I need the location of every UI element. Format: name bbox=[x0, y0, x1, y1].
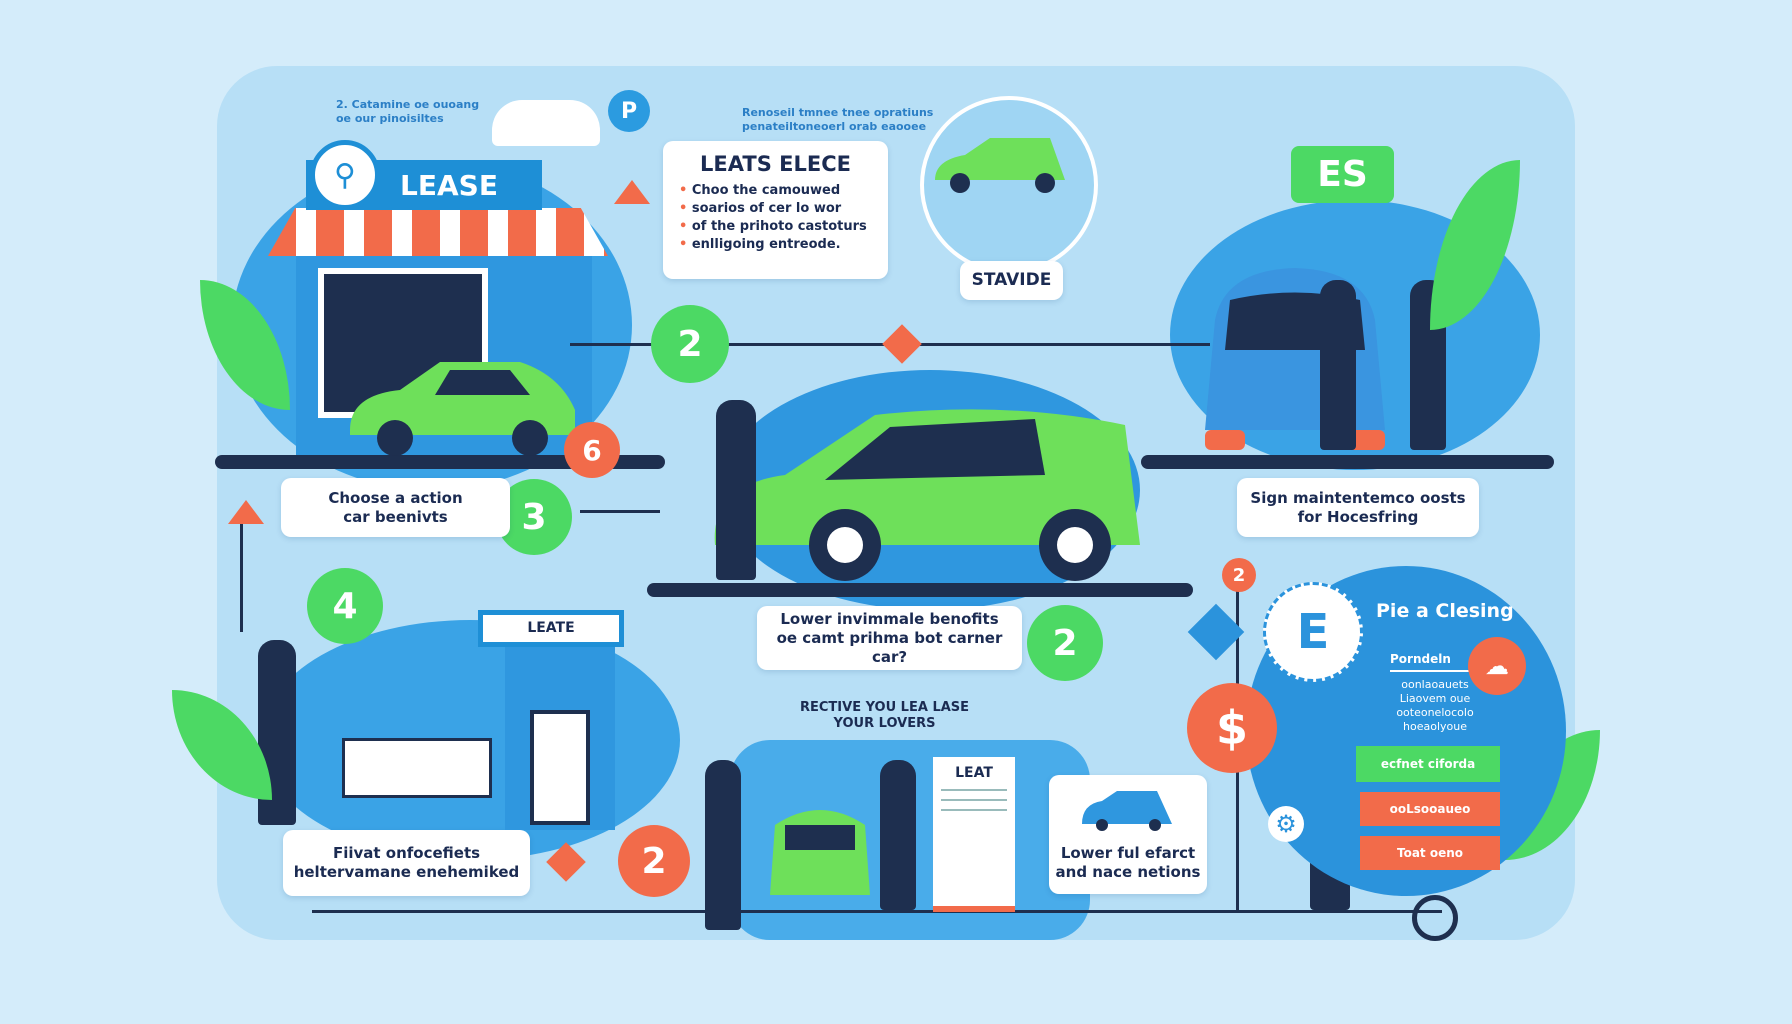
stavide-label: STAVIDE bbox=[960, 261, 1063, 300]
car-top-icon bbox=[935, 138, 1065, 193]
closing-bar-orange-2: Toat oeno bbox=[1360, 836, 1500, 870]
step-4-badge: 4 bbox=[307, 568, 383, 644]
connector-line bbox=[312, 910, 1442, 913]
person-icon bbox=[716, 400, 756, 580]
info-bullet: • of the prihoto castoturs bbox=[679, 219, 867, 234]
kiosk-panel bbox=[530, 710, 590, 825]
person-icon bbox=[705, 760, 741, 930]
arrow-up-icon bbox=[228, 500, 264, 524]
road-center bbox=[647, 583, 1193, 597]
closing-bar-green: ecfnet ciforda bbox=[1356, 746, 1500, 782]
info-box: LEATS ELECE • Choo the camouwed • soario… bbox=[663, 141, 888, 279]
leate-sign: LEATE bbox=[478, 610, 624, 647]
shop-awning bbox=[268, 208, 608, 256]
gift-icon: ☁ bbox=[1468, 637, 1526, 695]
info-bullet: • Choo the camouwed bbox=[679, 183, 841, 198]
ring-icon bbox=[1412, 895, 1458, 941]
car-main-icon bbox=[714, 409, 1140, 581]
connector-line bbox=[240, 512, 243, 632]
step-2-bottom-badge: 2 bbox=[618, 825, 690, 897]
closing-subtitle: Porndeln bbox=[1390, 652, 1490, 672]
road-top-left bbox=[215, 455, 665, 469]
step-2-mid-badge: 2 bbox=[1027, 605, 1103, 681]
closing-badge: E bbox=[1263, 582, 1363, 682]
person-icon bbox=[880, 760, 916, 910]
info-box-title: LEATS ELECE bbox=[700, 152, 851, 176]
key-icon: ⚲ bbox=[310, 140, 380, 210]
car-outline-icon bbox=[1082, 791, 1172, 831]
info-bullet: • enlligoing entreode. bbox=[679, 237, 841, 252]
closing-bar-orange: ooLsooaueo bbox=[1360, 792, 1500, 826]
car-front-icon bbox=[1205, 268, 1385, 450]
brochure-board bbox=[342, 738, 492, 798]
parking-pin-icon: P bbox=[608, 90, 650, 132]
car-shop-icon bbox=[350, 362, 575, 456]
person-icon bbox=[1320, 280, 1356, 450]
car-bottom-icon bbox=[770, 810, 870, 895]
lease-document: LEAT bbox=[933, 757, 1015, 912]
arrow-up-icon bbox=[614, 180, 650, 204]
cloud-icon bbox=[492, 100, 600, 146]
step-6-badge: 6 bbox=[564, 422, 620, 478]
info-bullet: • soarios of cer lo wor bbox=[679, 201, 842, 216]
step-2-top-badge: 2 bbox=[651, 305, 729, 383]
step-2-small-badge: 2 bbox=[1222, 558, 1256, 592]
es-sign: ES bbox=[1291, 146, 1394, 203]
road-top-right bbox=[1141, 455, 1554, 469]
connector-line bbox=[580, 510, 660, 513]
gear-icon: ⚙ bbox=[1268, 806, 1304, 842]
dollar-icon: $ bbox=[1187, 683, 1277, 773]
closing-title: Pie a Clesing bbox=[1376, 600, 1514, 622]
